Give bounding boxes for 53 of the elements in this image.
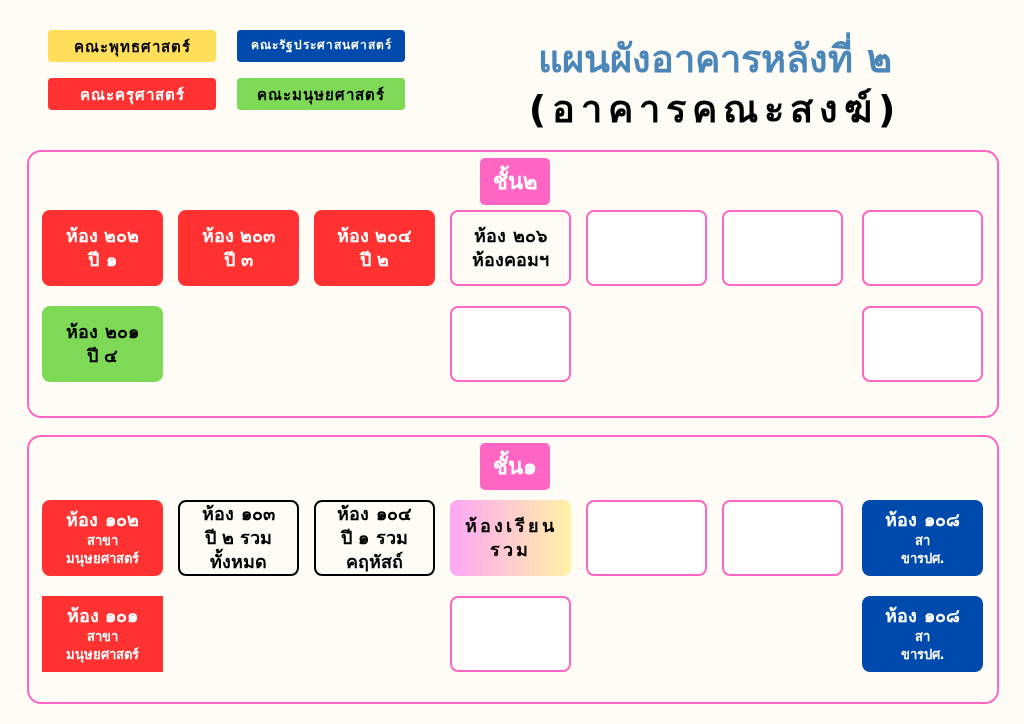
floor-tag: ชั้น๑	[480, 443, 550, 490]
room-name: ห้องเรียนรวม	[464, 513, 557, 562]
room-box	[450, 210, 571, 286]
room-name: ห้อง ๑๐๔	[337, 501, 412, 526]
room-name: ห้อง ๒๐๒	[65, 223, 140, 248]
room-box	[314, 210, 435, 286]
room-note: สาขารปศ.	[899, 627, 946, 665]
legend-label: คณะพุทธศาสตร์	[72, 37, 192, 59]
room-note: ปี ๒	[359, 248, 390, 272]
room-box	[42, 596, 163, 672]
room-note: สาขามนุษยศาสตร์	[65, 531, 140, 569]
floor-panel	[27, 150, 999, 418]
room-name: ห้อง ๒๐๔	[336, 223, 413, 248]
room-name: ห้อง ๑๐๓	[202, 501, 275, 526]
room-box	[314, 500, 435, 576]
room-note: ปี ๓	[223, 248, 254, 272]
title: แผนผังอาคารหลังที่ ๒	[480, 28, 950, 89]
empty-room-box	[450, 596, 571, 672]
room-note: ปี ๑ รวมคฤหัสถ์	[339, 525, 409, 575]
floor-panel	[27, 435, 999, 704]
room-name: ห้อง ๒๐๖	[474, 223, 547, 248]
legend-label: คณะรัฐประศาสนศาสตร์	[249, 37, 393, 54]
legend-label: คณะมนุษยศาสตร์	[256, 85, 386, 107]
room-note: ปี ๑	[88, 248, 117, 272]
room-name: ห้อง ๑๐๒	[66, 507, 139, 532]
room-note: สาขามนุษยศาสตร์	[65, 627, 140, 665]
empty-room-box	[450, 306, 571, 382]
room-note: ปี ๒ รวมทั้งหมด	[203, 525, 274, 575]
room-note: สาขารปศ.	[899, 531, 946, 569]
room-box	[178, 210, 299, 286]
room-box	[42, 306, 163, 382]
empty-room-box	[586, 500, 707, 576]
subtitle: (อาคารคณะสงฆ์)	[527, 86, 903, 133]
empty-room-box	[586, 210, 707, 286]
legend-label: คณะครุศาสตร์	[78, 85, 186, 107]
room-box	[42, 210, 163, 286]
room-box	[178, 500, 299, 576]
room-name: ห้อง ๒๐๑	[66, 319, 139, 344]
room-box	[42, 500, 163, 576]
room-name: ห้อง ๑๐๑	[66, 603, 139, 628]
room-name: ห้อง ๒๐๓	[201, 223, 276, 248]
empty-room-box	[862, 306, 983, 382]
empty-room-box	[722, 210, 843, 286]
room-box	[450, 500, 571, 576]
room-name: ห้อง ๑๐๘	[885, 507, 960, 532]
room-note: ห้องคอมฯ	[472, 248, 549, 272]
floor-tag: ชั้น๒	[480, 158, 550, 205]
room-name: ห้อง ๑๐๘	[885, 603, 960, 628]
room-box	[862, 500, 983, 576]
empty-room-box	[862, 210, 983, 286]
empty-room-box	[722, 500, 843, 576]
room-note: ปี ๔	[86, 344, 119, 368]
room-box	[862, 596, 983, 672]
